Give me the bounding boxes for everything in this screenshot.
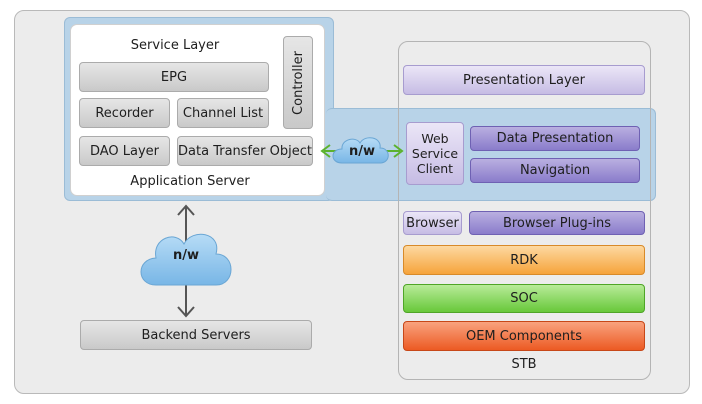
browser-box: Browser xyxy=(403,211,462,235)
oem-components-box: OEM Components xyxy=(403,321,645,351)
browser-plugins-box: Browser Plug-ins xyxy=(469,211,645,235)
data-presentation-box: Data Presentation xyxy=(470,126,640,151)
rdk-box: RDK xyxy=(403,245,645,275)
stb-label: STB xyxy=(511,357,537,372)
application-server-label: Application Server xyxy=(130,174,250,189)
epg-box: EPG xyxy=(79,62,269,92)
recorder-box: Recorder xyxy=(79,98,170,128)
vertical-network-cloud xyxy=(140,233,232,286)
horizontal-network-label: n/w xyxy=(348,144,375,159)
presentation-layer-box: Presentation Layer xyxy=(403,65,645,95)
backend-servers-box: Backend Servers xyxy=(80,320,312,350)
horizontal-network-cloud xyxy=(332,137,389,164)
vertical-network-label: n/w xyxy=(172,248,199,263)
soc-box: SOC xyxy=(403,284,645,313)
web-service-client-box: Web Service Client xyxy=(406,122,464,185)
stb-frame xyxy=(398,41,651,380)
service-layer-title: Service Layer xyxy=(130,38,220,53)
controller-box: Controller xyxy=(283,36,313,129)
navigation-box: Navigation xyxy=(470,158,640,183)
channel-list-box: Channel List xyxy=(177,98,269,128)
data-transfer-object-box: Data Transfer Object xyxy=(177,136,313,166)
dao-layer-box: DAO Layer xyxy=(79,136,170,166)
